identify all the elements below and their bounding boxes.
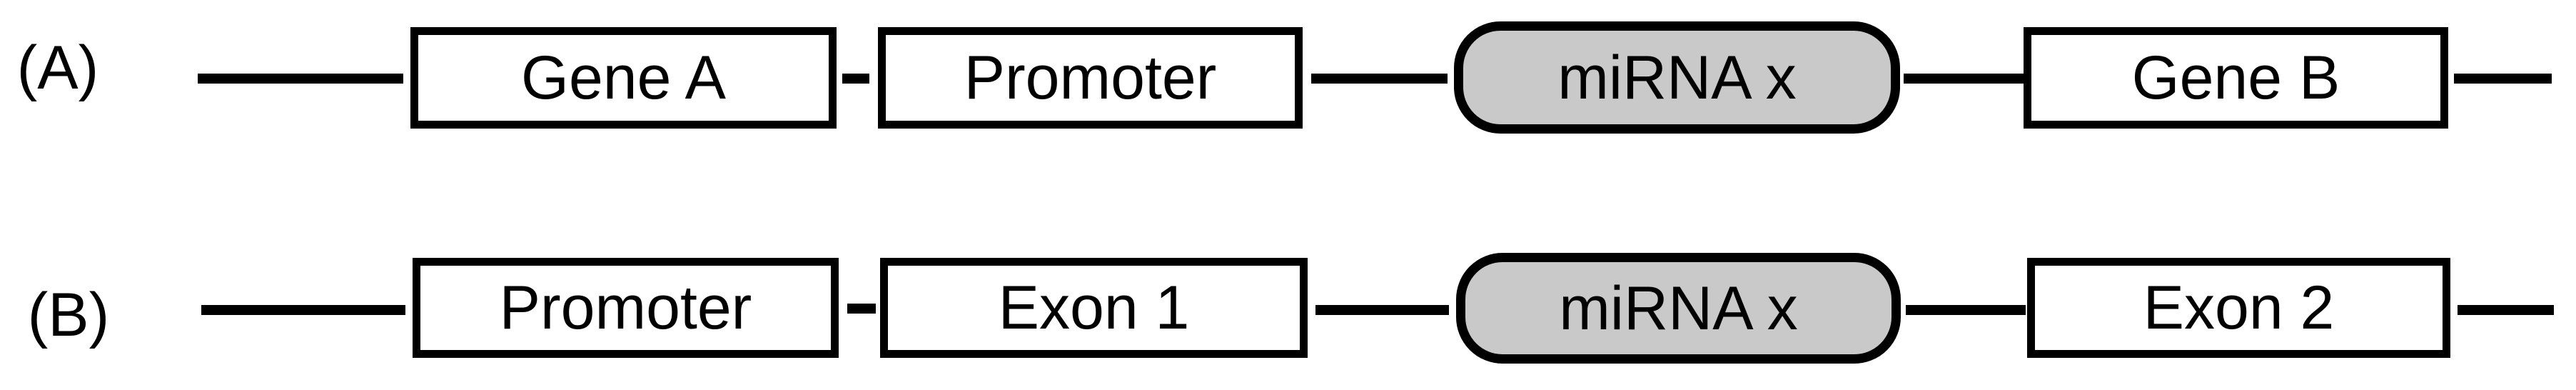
exon-2-box: Exon 2 bbox=[2027, 258, 2450, 358]
mirna-x-capsule-panel-a: miRNA x bbox=[1454, 21, 1900, 134]
gene-a-box-label: Gene A bbox=[521, 44, 726, 112]
dna-line-segment bbox=[1906, 305, 2026, 315]
dna-line-segment bbox=[201, 305, 405, 315]
gene-a-box: Gene A bbox=[410, 27, 837, 129]
dna-line-segment bbox=[2454, 74, 2552, 84]
mirna-x-capsule-panel-a-label: miRNA x bbox=[1557, 43, 1797, 112]
panel-b-label: (B) bbox=[27, 281, 110, 349]
dna-line-segment bbox=[1315, 305, 1449, 315]
dna-line-segment bbox=[842, 74, 869, 84]
dna-line-segment bbox=[1311, 74, 1448, 84]
promoter-box-panel-a-label: Promoter bbox=[964, 44, 1217, 112]
mirna-x-capsule-panel-b: miRNA x bbox=[1456, 253, 1901, 364]
promoter-box-panel-b: Promoter bbox=[413, 258, 839, 358]
exon-1-box: Exon 1 bbox=[880, 258, 1308, 358]
dna-line-segment bbox=[198, 74, 403, 84]
dna-line-segment bbox=[2458, 305, 2554, 315]
promoter-box-panel-b-label: Promoter bbox=[499, 274, 752, 342]
dna-line-segment bbox=[847, 304, 876, 314]
exon-1-box-label: Exon 1 bbox=[998, 274, 1190, 342]
promoter-box-panel-a: Promoter bbox=[878, 27, 1303, 129]
panel-a-label: (A) bbox=[16, 34, 99, 102]
exon-2-box-label: Exon 2 bbox=[2143, 274, 2335, 342]
gene-b-box-label: Gene B bbox=[2131, 44, 2340, 112]
gene-b-box: Gene B bbox=[2024, 27, 2448, 129]
dna-line-segment bbox=[1904, 74, 2024, 84]
mirna-x-capsule-panel-b-label: miRNA x bbox=[1559, 274, 1798, 343]
